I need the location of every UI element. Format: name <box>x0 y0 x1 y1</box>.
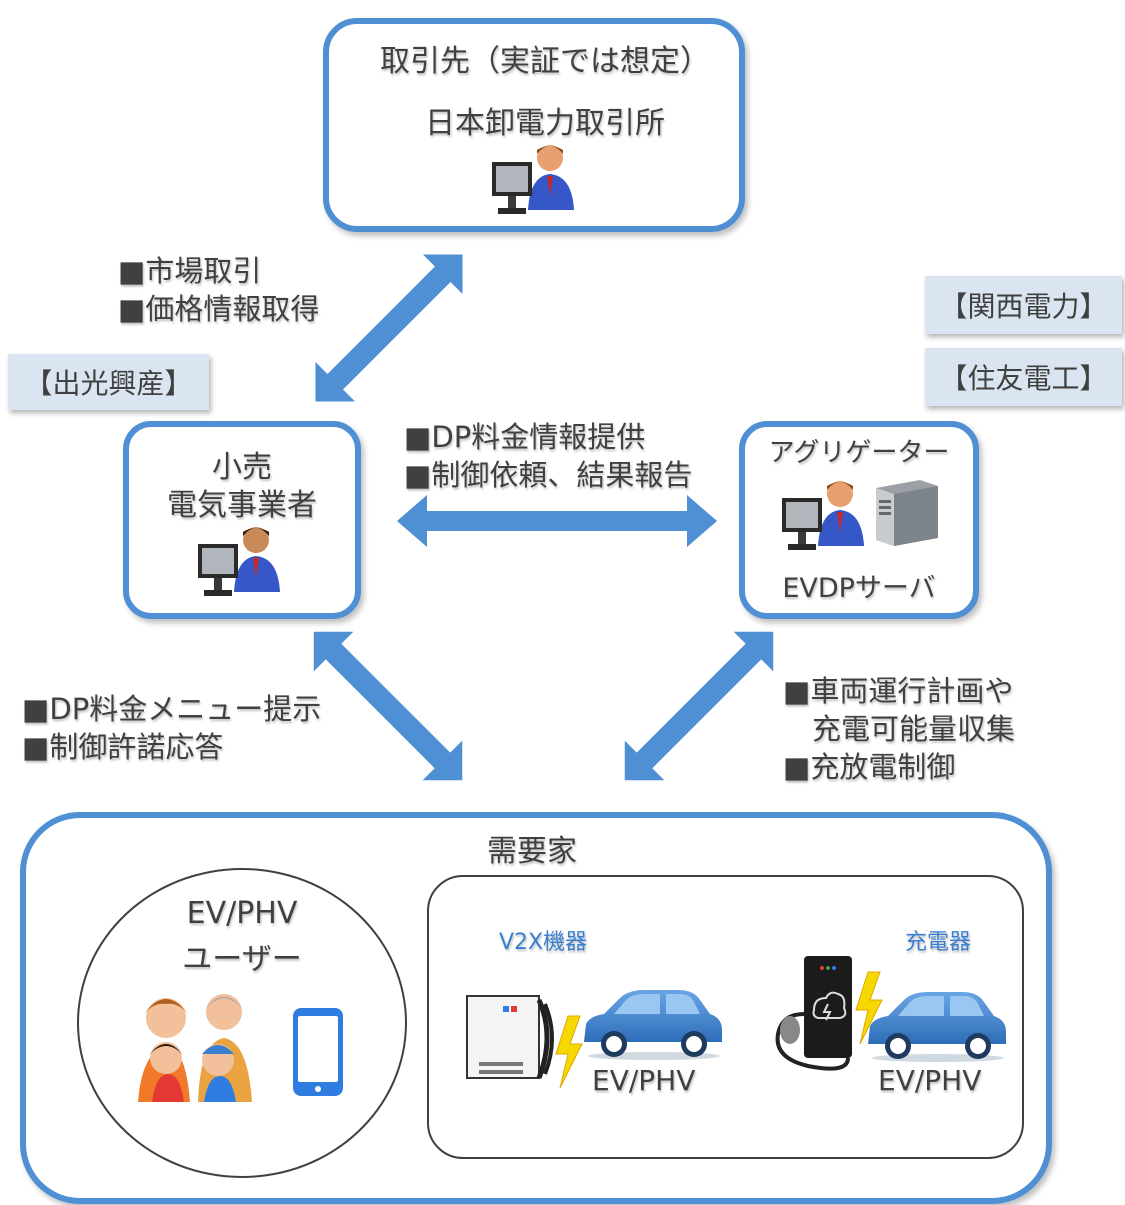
arrow-retailer-aggregator <box>397 495 717 547</box>
devices-box <box>427 875 1024 1159</box>
exchange-name: 日本卸電力取引所 <box>425 106 665 141</box>
arrow-retailer-consumer <box>313 631 463 781</box>
ev-car-icon-2 <box>868 992 1006 1062</box>
charger-icon <box>775 956 852 1071</box>
arrow-exchange-retailer <box>315 254 463 402</box>
right-note-3: ■充放電制御 <box>783 750 956 784</box>
tag-idemitsu: 【出光興産】 <box>8 354 209 410</box>
ev-car-icon-1 <box>584 990 722 1060</box>
center-note-1: ■DP料金情報提供 <box>404 420 646 454</box>
family-icon <box>138 994 252 1102</box>
server-icon <box>876 480 938 546</box>
retailer-label-2: 電気事業者 <box>167 488 317 523</box>
user-circle <box>77 868 407 1178</box>
right-note-1: ■車両運行計画や <box>783 674 1014 708</box>
aggregator-title: アグリゲーター <box>768 438 950 468</box>
operator-at-pc-icon <box>492 145 574 214</box>
market-note-2: ■価格情報取得 <box>118 292 320 326</box>
retailer-box <box>123 421 361 619</box>
user-label-2: ユーザー <box>182 942 302 977</box>
retailer-label-1: 小売 <box>212 450 272 485</box>
user-label-1: EV/PHV <box>186 896 298 931</box>
market-note-1: ■市場取引 <box>118 254 262 288</box>
lightning-icon-2 <box>855 971 883 1045</box>
ev-car-label-2: EV/PHV <box>878 1064 982 1097</box>
v2x-label: V2X機器 <box>499 930 588 955</box>
retailer-operator-icon <box>198 527 280 596</box>
smartphone-icon <box>293 1008 343 1096</box>
exchange-title: 取引先（実証では想定） <box>380 44 710 79</box>
aggregator-operator-icon <box>782 481 864 550</box>
aggregator-box <box>739 421 979 619</box>
right-note-2: 充電可能量収集 <box>783 712 1016 746</box>
lightning-icon-1 <box>555 1015 583 1089</box>
tag-sumitomo: 【住友電工】 <box>925 348 1122 406</box>
arrow-aggregator-consumer <box>624 631 774 781</box>
v2x-device-icon <box>466 995 554 1079</box>
left-note-1: ■DP料金メニュー提示 <box>22 692 322 726</box>
left-note-2: ■制御許諾応答 <box>22 730 224 764</box>
ev-car-label-1: EV/PHV <box>592 1064 696 1097</box>
aggregator-server-label: EVDPサーバ <box>782 573 936 604</box>
center-note-2: ■制御依頼、結果報告 <box>404 458 693 492</box>
charger-label: 充電器 <box>905 930 972 955</box>
tag-kansai: 【関西電力】 <box>925 276 1122 334</box>
consumer-title: 需要家 <box>487 834 577 869</box>
